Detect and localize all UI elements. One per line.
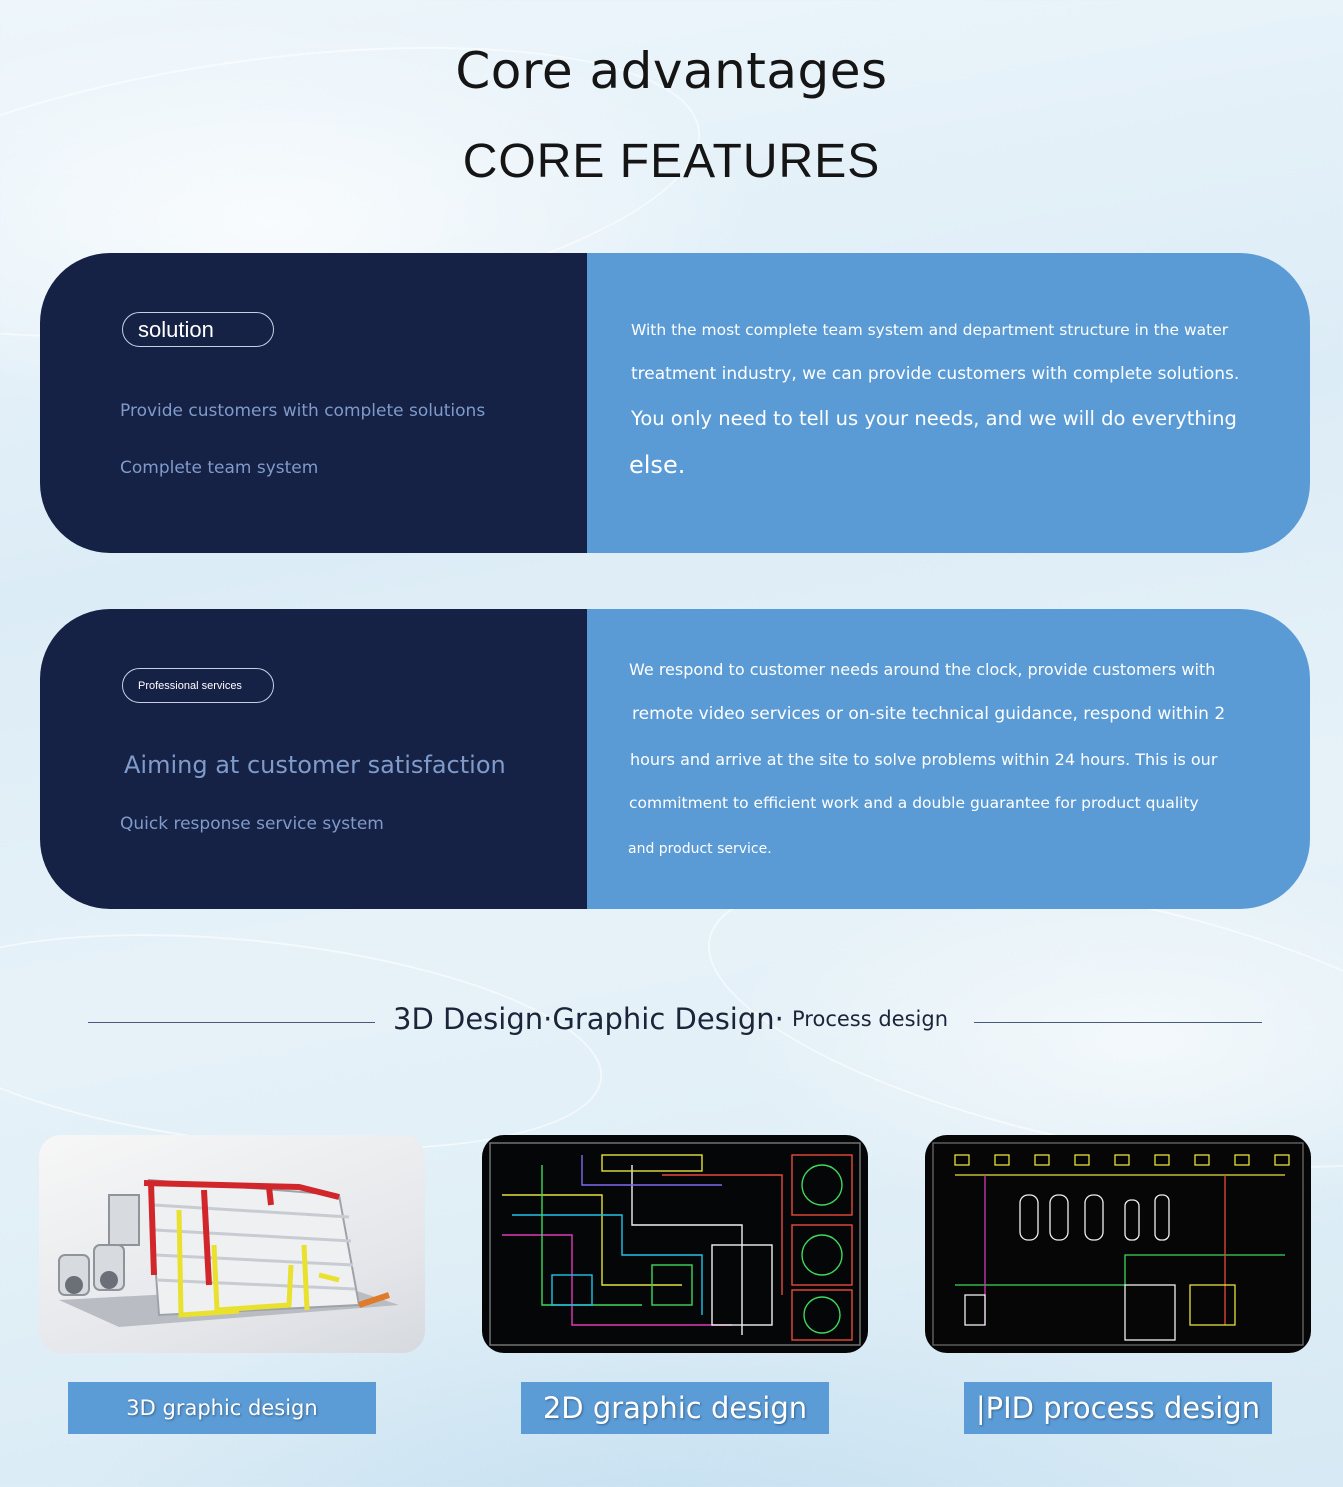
feature-card-left-panel: Professional services Aiming at customer… xyxy=(40,609,587,909)
feature-card-description: With the most complete team system and d… xyxy=(587,253,1310,553)
caption-pid-process-design: |PID process design xyxy=(964,1382,1272,1434)
description-line: With the most complete team system and d… xyxy=(631,321,1229,339)
feature-line: Quick response service system xyxy=(120,814,384,834)
caption-2d-graphic-design: 2D graphic design xyxy=(521,1382,829,1434)
description-line: remote video services or on-site technic… xyxy=(632,704,1226,724)
feature-card-solution: solution Provide customers with complete… xyxy=(40,253,1310,553)
heading-divider-left xyxy=(88,1022,375,1023)
gallery-image-pid xyxy=(925,1135,1311,1353)
design-heading-main: 3D Design·Graphic Design· xyxy=(393,1002,784,1036)
page-subtitle: CORE FEATURES xyxy=(462,135,881,188)
feature-tag: solution xyxy=(122,312,274,347)
feature-card-services: Professional services Aiming at customer… xyxy=(40,609,1310,909)
feature-line: Provide customers with complete solution… xyxy=(120,401,486,421)
feature-tag: Professional services xyxy=(122,668,274,703)
description-line: hours and arrive at the site to solve pr… xyxy=(630,750,1218,769)
description-line: and product service. xyxy=(628,841,772,857)
feature-card-left-panel: solution Provide customers with complete… xyxy=(40,253,587,553)
heading-divider-right xyxy=(974,1022,1262,1023)
page-title: Core advantages xyxy=(455,42,888,100)
feature-card-description: We respond to customer needs around the … xyxy=(587,609,1310,909)
2d-cad-drawing-icon xyxy=(489,1142,861,1346)
description-line: else. xyxy=(629,451,686,479)
pid-process-diagram-icon xyxy=(932,1142,1304,1346)
feature-line: Aiming at customer satisfaction xyxy=(124,751,506,779)
caption-3d-graphic-design: 3D graphic design xyxy=(68,1382,376,1434)
feature-line: Complete team system xyxy=(120,458,319,478)
description-line: treatment industry, we can provide custo… xyxy=(631,364,1240,384)
description-line: You only need to tell us your needs, and… xyxy=(631,407,1237,430)
design-section-heading: 3D Design·Graphic Design· Process design xyxy=(88,1000,1262,1044)
3d-equipment-render-icon xyxy=(58,1178,399,1327)
design-heading-tail: Process design xyxy=(792,1007,949,1031)
gallery-image-2d xyxy=(482,1135,868,1353)
description-line: commitment to efficient work and a doubl… xyxy=(629,794,1199,812)
description-line: We respond to customer needs around the … xyxy=(629,660,1216,679)
gallery-image-3d xyxy=(39,1135,425,1353)
